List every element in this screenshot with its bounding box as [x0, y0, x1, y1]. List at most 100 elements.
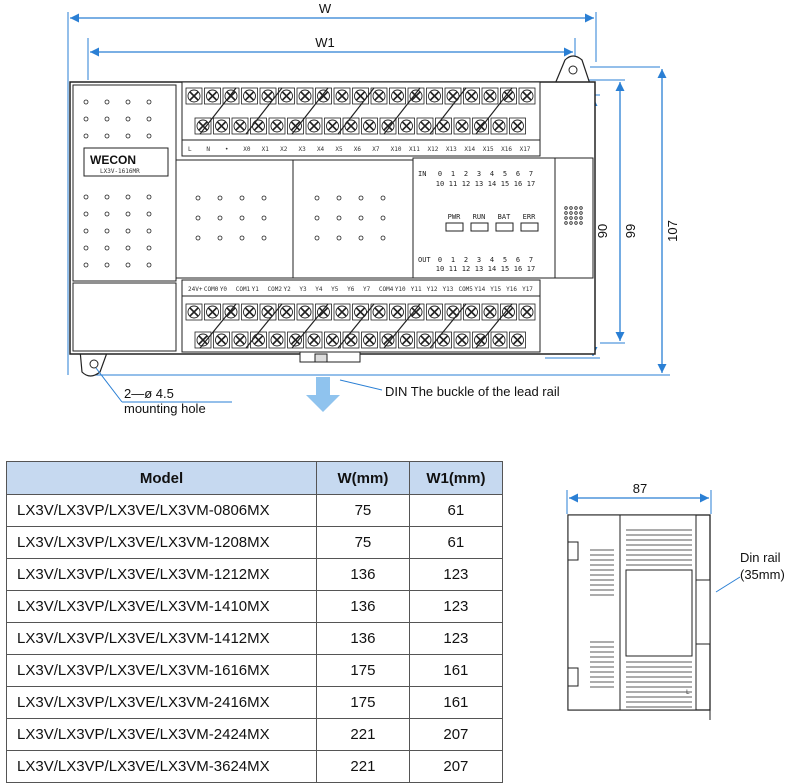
- screw-slot: [364, 335, 375, 345]
- terminal-label: 24V+: [188, 286, 203, 293]
- vent-hole: [564, 211, 568, 215]
- vent-hole: [83, 133, 89, 139]
- screw-slot: [503, 307, 514, 317]
- terminal-label: X2: [280, 146, 288, 153]
- vent-hole: [358, 195, 364, 201]
- vent-hole: [125, 99, 131, 105]
- vent-hole: [380, 215, 386, 221]
- screw-slot: [503, 91, 514, 101]
- mounting-hole-label-2: mounting hole: [124, 401, 206, 416]
- vent-hole: [314, 235, 320, 241]
- terminal-cover-line: [245, 303, 283, 349]
- vent-hole: [579, 211, 583, 215]
- led-number: 15: [501, 180, 509, 188]
- screw-slot: [198, 335, 208, 345]
- terminal-label: Y7: [363, 286, 371, 293]
- vent-hole: [564, 221, 568, 225]
- screw-slot: [235, 335, 245, 345]
- led-number: 16: [514, 265, 522, 273]
- model-plate-text: LX3V-1616MR: [100, 168, 140, 175]
- led-number: 15: [501, 265, 509, 273]
- vent-hole: [146, 99, 152, 105]
- terminal-cover-line: [199, 303, 237, 349]
- screw-slot: [189, 307, 199, 317]
- led-number: 12: [462, 265, 470, 273]
- screw-slot: [355, 307, 366, 317]
- screw-slot: [522, 91, 532, 101]
- led-number: 14: [488, 180, 496, 188]
- screw-slot: [253, 335, 264, 345]
- led-number: 14: [488, 265, 496, 273]
- terminal-label: X12: [427, 146, 438, 153]
- screw-slot: [327, 335, 338, 345]
- dim-w1-label: W1: [315, 35, 335, 50]
- terminal-label: X5: [335, 146, 343, 153]
- vent-hole: [125, 211, 131, 217]
- status-led: [520, 222, 539, 232]
- screw-slot: [401, 121, 412, 131]
- vent-hole: [574, 211, 578, 215]
- screw-slot: [207, 307, 218, 317]
- screw-slot: [448, 307, 458, 317]
- terminal-label: Y14: [474, 286, 485, 293]
- vent-hole: [125, 228, 131, 234]
- terminal-label: X1: [262, 146, 270, 153]
- screw-slot: [466, 91, 477, 101]
- status-led: [470, 222, 489, 232]
- vent-hole: [574, 221, 578, 225]
- screw-slot: [216, 121, 227, 131]
- screw-slot: [198, 121, 208, 131]
- terminal-label: Y6: [347, 286, 355, 293]
- terminal-label: Y4: [315, 286, 323, 293]
- terminal-label: X15: [483, 146, 494, 153]
- terminal-label: Y3: [299, 286, 307, 293]
- status-led-label: BAT: [498, 213, 511, 221]
- vent-hole: [569, 216, 573, 220]
- bottom-terminals: [185, 303, 536, 349]
- vent-hole: [83, 262, 89, 268]
- screw-slot: [485, 91, 495, 101]
- left-vent-holes: [83, 99, 152, 268]
- screw-slot: [429, 307, 440, 317]
- terminal-label: X14: [464, 146, 475, 153]
- led-number: 6: [516, 170, 520, 178]
- screw-slot: [364, 121, 375, 131]
- vent-hole: [261, 215, 267, 221]
- mounting-hole-top: [568, 65, 578, 75]
- screw-slot: [318, 91, 329, 101]
- out-label: OUT: [418, 256, 431, 264]
- cell-w: 75: [316, 526, 410, 559]
- terminal-label: Y2: [283, 286, 291, 293]
- mounting-hole-label-1: 2—ø 4.5: [124, 386, 174, 401]
- dim-107-label: 107: [665, 220, 680, 242]
- dim-99-label: 99: [623, 224, 638, 238]
- screw-slot: [512, 335, 523, 345]
- screw-slot: [226, 307, 236, 317]
- terminal-cover-line: [199, 87, 237, 135]
- led-number: 6: [516, 256, 520, 264]
- screw-slot: [189, 91, 199, 101]
- cell-w1: 207: [408, 718, 504, 751]
- terminal-label: Y10: [395, 286, 406, 293]
- terminal-label: X3: [299, 146, 307, 153]
- table-header-row: Model W(mm) W1(mm): [5, 461, 504, 495]
- vent-hole: [146, 262, 152, 268]
- vent-hole: [239, 235, 245, 241]
- terminal-label: Y5: [331, 286, 339, 293]
- screw-slot: [383, 121, 393, 131]
- side-vent-slots: [590, 529, 692, 708]
- vent-hole: [217, 235, 223, 241]
- terminal-label: X6: [354, 146, 362, 153]
- vent-hole: [104, 116, 110, 122]
- screw-slot: [355, 91, 366, 101]
- center-cover-left: [175, 159, 294, 279]
- screw-slot: [309, 121, 319, 131]
- side-clip-bottom: [567, 667, 579, 687]
- center-cover-right: [292, 159, 414, 279]
- terminal-label: X7: [372, 146, 380, 153]
